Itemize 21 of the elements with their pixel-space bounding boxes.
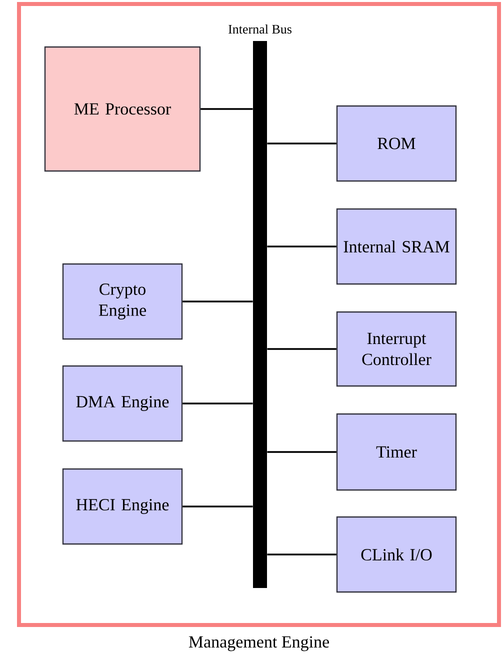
component-box: ROM xyxy=(336,105,457,182)
component-box: DMA Engine xyxy=(62,365,183,442)
component-box: Internal SRAM xyxy=(336,208,457,285)
component-box: Timer xyxy=(336,413,457,491)
connector-line xyxy=(267,554,336,556)
connector-line xyxy=(182,300,253,302)
bus-bar: Internal Bus xyxy=(228,24,292,588)
connector-line xyxy=(267,348,336,350)
component-box: HECI Engine xyxy=(62,468,183,545)
connector-line xyxy=(267,451,336,453)
node-label: Management Engine xyxy=(188,636,330,652)
component-box: Interrupt Controller xyxy=(336,311,457,387)
connector-line xyxy=(200,108,253,110)
component-box: ME Processor xyxy=(44,46,201,172)
component-box: CLink I/O xyxy=(336,516,457,593)
component-box: Crypto Engine xyxy=(62,263,183,340)
connector-line xyxy=(182,506,253,508)
connector-line xyxy=(267,246,336,248)
connector-line xyxy=(267,142,336,144)
connector-line xyxy=(182,402,253,404)
node-label: Internal Bus xyxy=(228,24,292,34)
